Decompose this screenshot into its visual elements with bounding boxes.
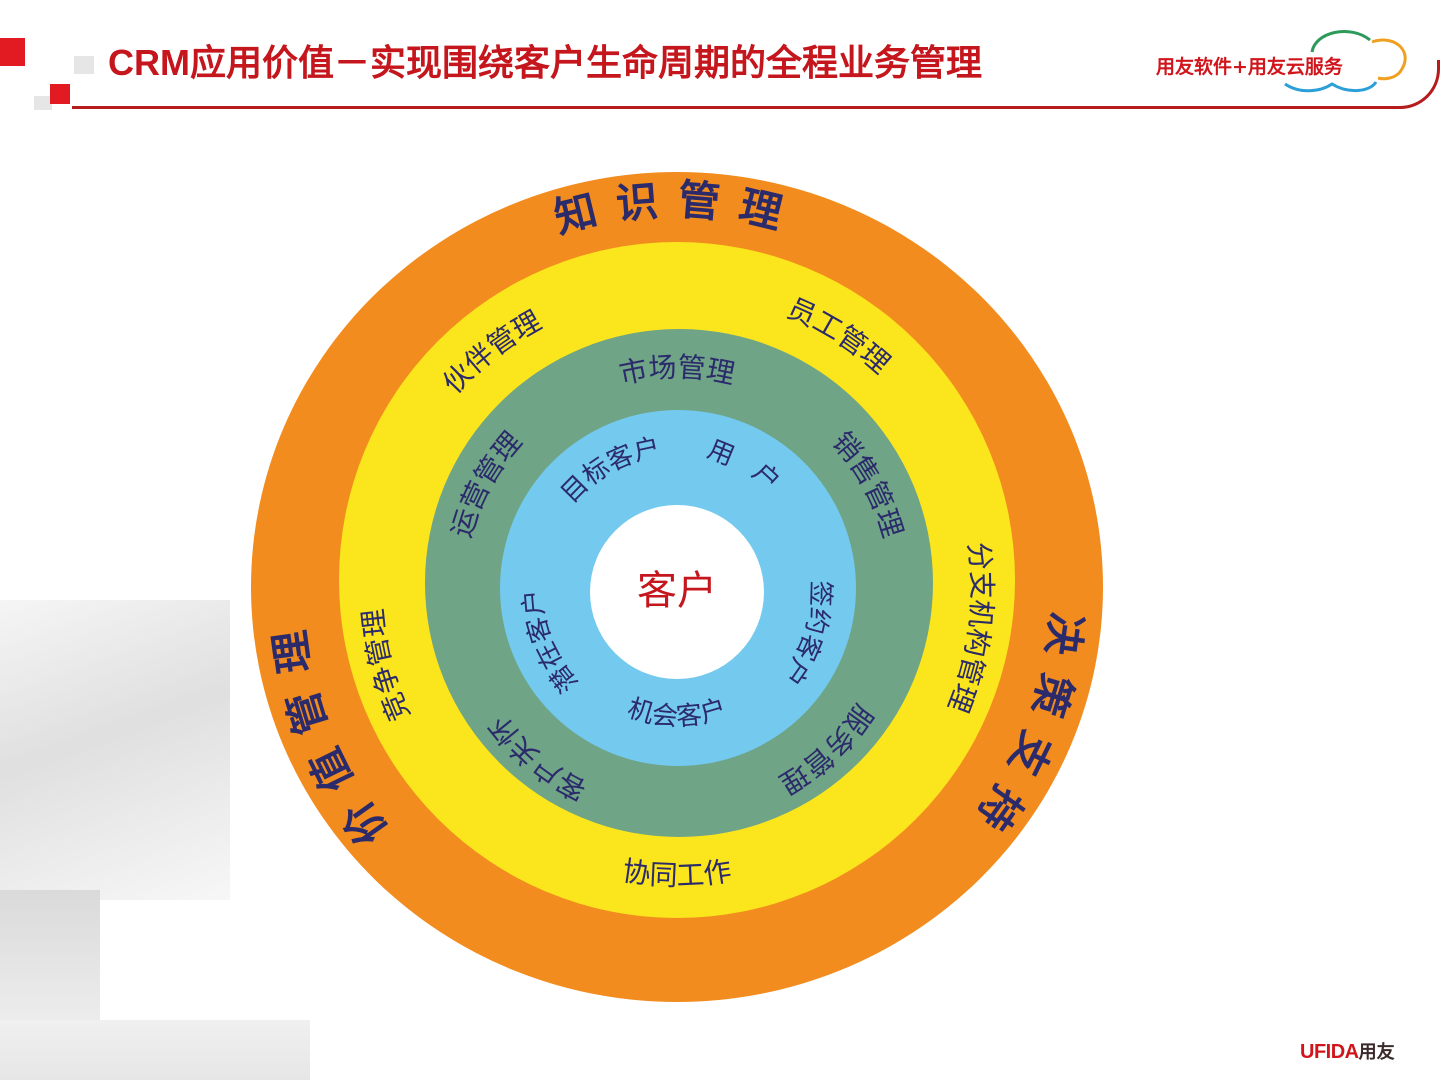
- header-red-square: [0, 38, 25, 66]
- cloud-logo-icon: [1284, 30, 1407, 93]
- header-red-square-small: [50, 84, 70, 104]
- background-floor: [0, 1020, 310, 1080]
- ufida-logo-latin: UFIDA: [1300, 1041, 1359, 1063]
- header-divider: [72, 106, 1402, 109]
- core-label-customer: 客户: [637, 568, 717, 614]
- ufida-logo-cjk: 用友: [1358, 1042, 1395, 1063]
- core-white: [590, 505, 764, 679]
- header-gray-square-small: [34, 96, 52, 110]
- background-building-photo-lower: [0, 890, 100, 1040]
- ufida-logo: UFIDA用友: [1300, 1038, 1395, 1064]
- page-title: CRM应用价值－实现围绕客户生命周期的全程业务管理: [108, 42, 982, 83]
- label-collaboration: 协同工作: [620, 854, 733, 892]
- header-gray-square: [74, 56, 94, 74]
- brand-tagline: 用友软件+用友云服务: [1156, 56, 1343, 78]
- background-building-photo: [0, 600, 230, 900]
